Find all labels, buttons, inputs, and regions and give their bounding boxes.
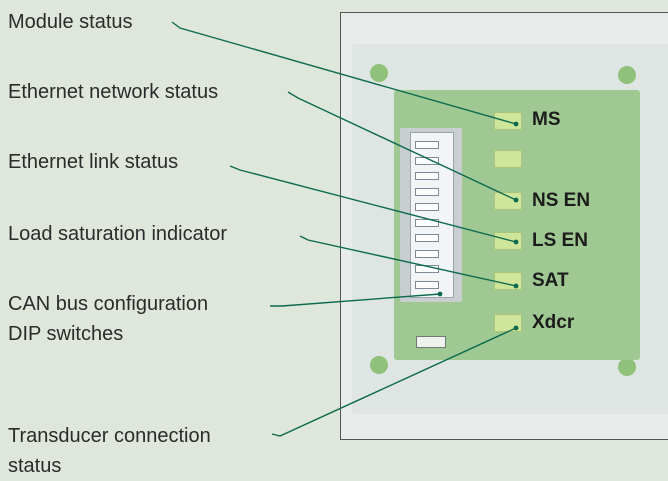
leader-dot-transducer	[513, 325, 519, 331]
leader-line-transducer	[271, 327, 517, 437]
dip-switch-5[interactable]	[415, 203, 439, 211]
mounting-hole-top-right	[618, 66, 636, 84]
callout-transducer-line1: Transducer connection	[8, 425, 211, 447]
mounting-hole-bottom-right	[618, 358, 636, 376]
led-unlabeled	[494, 150, 522, 168]
dip-switch-2[interactable]	[415, 156, 439, 165]
dip-switch-8[interactable]	[415, 249, 439, 258]
callout-transducer-connection-status: Transducer connection status	[8, 424, 211, 478]
dip-switch-4[interactable]	[415, 187, 439, 196]
leader-line-load-saturation	[299, 235, 517, 287]
leader-line-module-status	[171, 21, 517, 125]
led-label-sat: SAT	[532, 270, 569, 291]
leader-dot-ethernet-link-status	[513, 239, 519, 245]
dip-switch-block	[410, 132, 454, 298]
led-label-xdcr: Xdcr	[532, 312, 575, 333]
dip-switch-7[interactable]	[415, 234, 439, 242]
mounting-hole-top-left	[370, 64, 388, 82]
leader-line-ethernet-link-status	[229, 165, 517, 243]
callout-load-saturation-indicator: Load saturation indicator	[8, 223, 228, 245]
callout-can-bus-dip-switches: CAN bus configuration DIP switches	[8, 292, 208, 346]
dip-switch-10[interactable]	[415, 280, 439, 289]
led-label-ns-en: NS EN	[532, 190, 591, 211]
leader-line-ethernet-network-status	[287, 91, 517, 201]
leader-dot-load-saturation	[513, 283, 519, 289]
dip-switch-3[interactable]	[415, 172, 439, 180]
led-ns-en	[494, 192, 522, 210]
callout-ethernet-network-status: Ethernet network status	[8, 81, 219, 103]
leader-dot-module-status	[513, 121, 519, 127]
leader-dot-ethernet-network-status	[513, 197, 519, 203]
leader-line-can-bus-dip	[270, 293, 441, 307]
callout-ethernet-link-status: Ethernet link status	[8, 151, 179, 173]
callout-transducer-line2: status	[8, 455, 62, 477]
callout-can-bus-line1: CAN bus configuration	[8, 293, 209, 315]
dip-switch-1[interactable]	[415, 141, 439, 149]
led-label-ls-en: LS EN	[532, 230, 588, 251]
leader-dot-can-bus-dip	[437, 291, 443, 297]
board-marker	[416, 336, 446, 348]
led-label-ms: MS	[532, 109, 561, 130]
mounting-hole-bottom-left	[370, 356, 388, 374]
callout-can-bus-line2: DIP switches	[8, 323, 124, 345]
led-ls-en	[494, 232, 522, 250]
callout-module-status: Module status	[8, 11, 133, 33]
